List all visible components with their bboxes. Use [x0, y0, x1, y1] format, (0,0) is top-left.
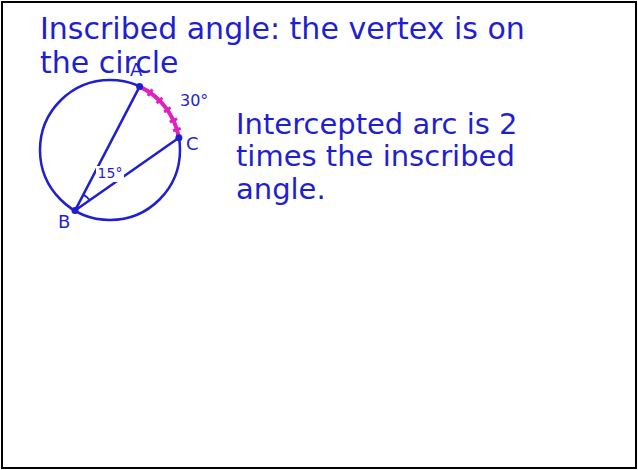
chord-bc	[75, 138, 179, 211]
point-dot	[72, 207, 79, 214]
chord-ba	[75, 87, 140, 211]
arc-measure: 30°	[180, 92, 208, 110]
angle-measure: 15°	[96, 166, 125, 182]
point-dot	[175, 134, 182, 141]
point-label: A	[130, 60, 142, 80]
arc-ticks	[148, 89, 181, 130]
point-dot	[136, 83, 143, 90]
heading-note: Inscribed angle: the vertex is on the ci…	[40, 12, 540, 79]
angle-mark	[83, 195, 89, 201]
point-label: C	[186, 134, 199, 154]
point-label: B	[58, 212, 70, 232]
rule-note: Intercepted arc is 2 times the inscribed…	[236, 108, 536, 205]
circle-outline	[40, 80, 180, 220]
